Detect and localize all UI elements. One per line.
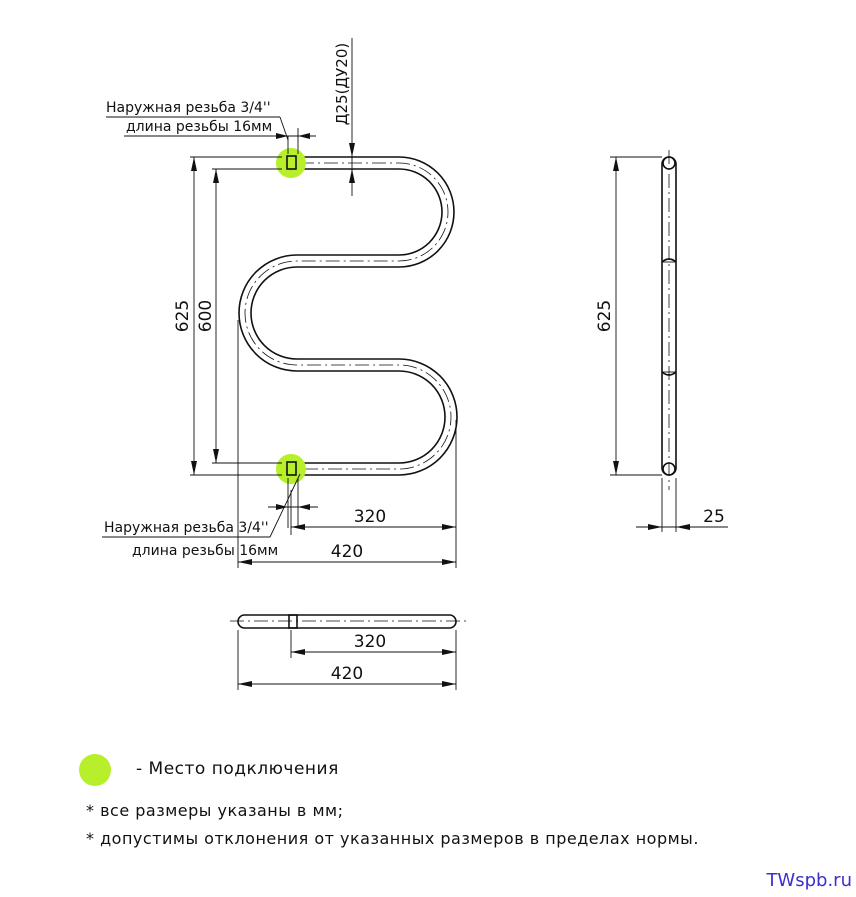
connection-marker-bottom <box>276 454 306 484</box>
rail-center-line <box>244 162 452 470</box>
arrowheads-top <box>238 649 456 687</box>
dim-pipe-diameter: Д25(ДУ20) <box>333 43 351 125</box>
brand-link[interactable]: TWspb.ru <box>766 870 852 891</box>
front-view <box>238 156 458 476</box>
note-units: * все размеры указаны в мм; <box>86 801 344 820</box>
label-thread-length-top: длина резьбы 16мм <box>126 119 272 135</box>
rail-inner-contour <box>238 168 446 464</box>
dim-height-axes: 600 <box>196 300 216 332</box>
front-dimensions <box>102 38 457 568</box>
connection-legend-text: - Место подключения <box>136 759 339 779</box>
dim-top-total: 420 <box>331 664 363 684</box>
dim-height-total: 625 <box>173 300 193 332</box>
label-thread-top: Наружная резьба 3/4'' <box>106 100 271 116</box>
dim-side-depth: 25 <box>703 507 725 527</box>
top-dimensions <box>237 630 457 690</box>
dim-side-height: 625 <box>595 300 615 332</box>
dim-width-inner: 320 <box>354 507 386 527</box>
dim-width-total: 420 <box>331 542 363 562</box>
connection-legend-dot <box>79 754 111 786</box>
note-tolerance: * допустимы отклонения от указанных разм… <box>86 829 699 848</box>
top-view <box>230 614 466 629</box>
connection-marker-top <box>276 148 306 178</box>
dim-top-inner: 320 <box>354 632 386 652</box>
label-thread-bottom: Наружная резьба 3/4'' <box>104 520 269 536</box>
top-pipe <box>237 614 457 629</box>
arrowheads-side <box>613 157 690 530</box>
side-view <box>661 150 677 490</box>
label-thread-length-bottom: длина резьбы 16мм <box>132 543 278 559</box>
thread-square-top <box>286 155 297 170</box>
thread-square-bottom <box>286 461 297 476</box>
top-thread-square <box>288 614 298 629</box>
rail-outer-contour <box>250 156 458 476</box>
arrowheads-front <box>191 133 456 565</box>
